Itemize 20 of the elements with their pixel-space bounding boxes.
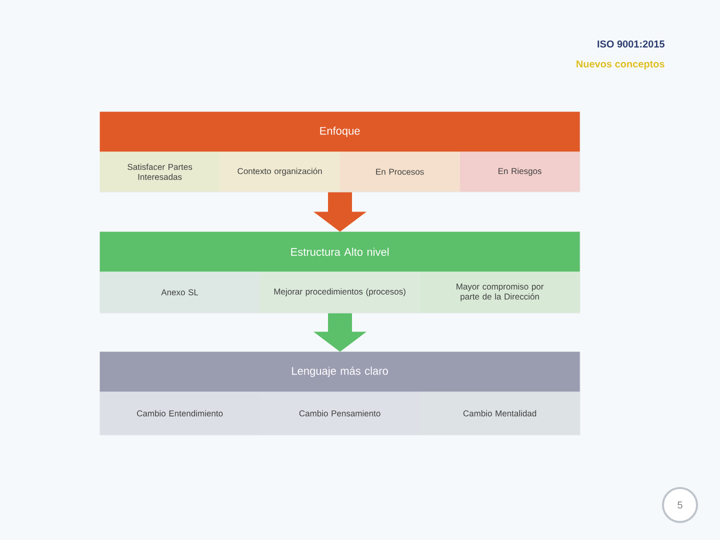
cell: Mejorar procedimientos (procesos): [260, 272, 420, 313]
cell: Cambio Entendimiento: [100, 392, 260, 435]
cell: En Procesos: [340, 152, 460, 192]
node-label: Cambio Entendimiento: [137, 410, 223, 416]
cell: Anexo SL: [100, 272, 260, 313]
cell: Satisfacer Partes Interesadas: [100, 152, 220, 192]
node-label: Mejorar procedimientos (procesos): [274, 288, 406, 296]
cell: Mayor compromiso por parte de la Dirección: [420, 272, 580, 313]
standard-title: ISO 9001:2015: [598, 40, 664, 48]
header-band: Estructura Alto nivel: [100, 232, 580, 272]
cell: En Riesgos: [460, 152, 580, 192]
header-band: Enfoque: [100, 112, 580, 152]
cell: Cambio Pensamiento: [260, 392, 420, 435]
node-label: Cambio Pensamiento: [299, 410, 380, 416]
node-label: Cambio Mentalidad: [463, 410, 536, 416]
node-label: Mayor compromiso por parte de la Dirección: [456, 283, 544, 302]
cell: Contexto organización: [220, 152, 340, 192]
subtitle: Nuevos conceptos: [576, 60, 664, 70]
cell: Cambio Mentalidad: [420, 392, 580, 435]
header-band: Lenguaje más claro: [100, 352, 580, 392]
